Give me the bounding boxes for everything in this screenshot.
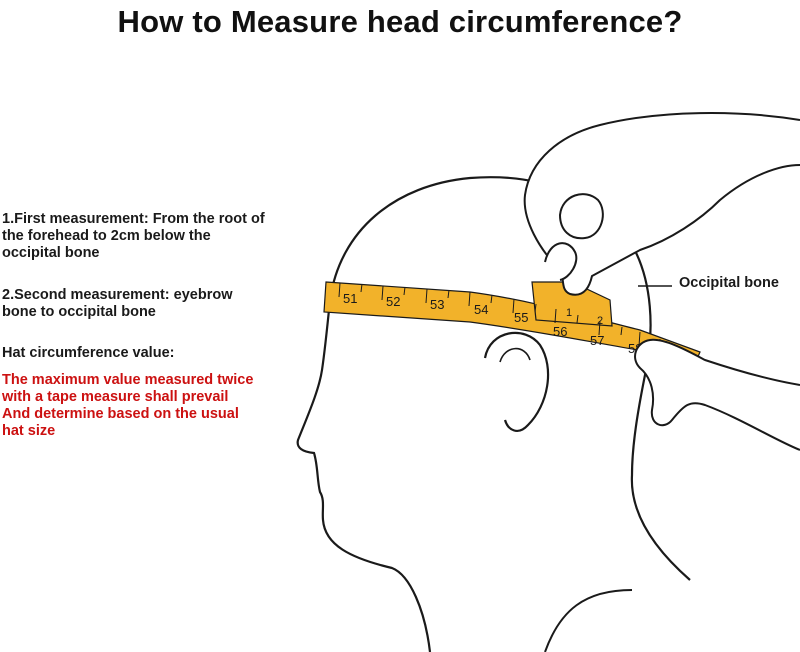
- face-outline: [296, 299, 432, 652]
- tape-mark-57: 57: [590, 333, 604, 348]
- tape-tick: [403, 286, 406, 296]
- note-line-2: with a tape measure shall prevail: [2, 389, 229, 405]
- note-line-1: The maximum value measured twice: [2, 372, 254, 388]
- tape-tick: [447, 289, 450, 299]
- head-outline: [328, 176, 691, 581]
- tape-mark-54: 54: [474, 302, 488, 317]
- tape-tick: [338, 282, 341, 298]
- second-measurement-text: 2.Second measurement: eyebrow bone to oc…: [2, 287, 322, 321]
- tape-tick: [638, 331, 641, 347]
- tape-tick: [468, 291, 471, 307]
- neck-outline: [544, 589, 633, 652]
- second-line-2: bone to occipital bone: [2, 304, 156, 320]
- first-line-1: 1.First measurement: From the root of: [2, 211, 265, 227]
- page-title: How to Measure head circumference?: [117, 4, 683, 39]
- tape-mark-51: 51: [343, 291, 357, 306]
- tape-small-mark-1: 1: [566, 307, 572, 319]
- tape-tick: [381, 285, 384, 301]
- hat-circumference-label: Hat circumference value:: [2, 345, 175, 361]
- tape-small-mark-2: 2: [597, 315, 603, 327]
- tape-tick: [620, 326, 623, 336]
- tape-mark-56: 56: [553, 324, 567, 339]
- first-measurement-text: 1.First measurement: From the root of th…: [2, 211, 322, 262]
- tape-tick: [360, 283, 363, 293]
- tape-tick: [598, 320, 601, 336]
- measurement-note: The maximum value measured twice with a …: [2, 372, 322, 440]
- note-line-4: hat size: [2, 423, 56, 439]
- tape-tick: [425, 288, 428, 304]
- bottom-hand-shape: [634, 338, 800, 451]
- tape-tick: [534, 303, 537, 313]
- note-line-3: And determine based on the usual: [2, 406, 239, 422]
- ear-inner: [499, 347, 531, 363]
- bottom-hand: [634, 338, 800, 451]
- second-line-1: 2.Second measurement: eyebrow: [2, 287, 233, 303]
- first-line-3: occipital bone: [2, 245, 100, 261]
- occipital-bone-label: Occipital bone: [679, 275, 779, 291]
- top-hand-finger-loop: [558, 193, 604, 240]
- tape-mark-55: 55: [514, 310, 528, 325]
- tape-tick: [576, 314, 579, 324]
- tape-tick: [554, 308, 557, 324]
- top-hand: [523, 112, 800, 296]
- tape-tick: [512, 298, 515, 314]
- ear-outline: [483, 331, 550, 432]
- first-line-2: the forehead to 2cm below the: [2, 228, 211, 244]
- tape-tick: [490, 294, 493, 304]
- tape-mark-52: 52: [386, 294, 400, 309]
- tape-mark-53: 53: [430, 297, 444, 312]
- top-hand-thumb: [544, 242, 578, 281]
